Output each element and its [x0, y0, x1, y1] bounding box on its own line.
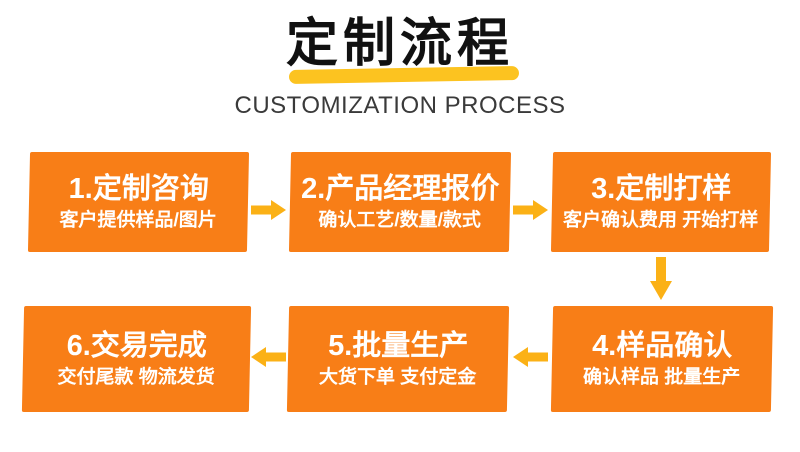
step-box-2: 2.产品经理报价 确认工艺/数量/款式: [288, 152, 512, 252]
step-title: 4.样品确认: [591, 329, 733, 362]
arrow-right-icon: [513, 200, 548, 220]
step-description: 确认样品 批量生产: [582, 366, 741, 388]
step-box-5: 5.批量生产 大货下单 支付定金: [286, 306, 510, 412]
arrow-left-icon: [251, 347, 286, 367]
page-title: 定制流程: [285, 15, 514, 73]
step-title: 6.交易完成: [66, 329, 208, 362]
page-subtitle: CUSTOMIZATION PROCESS: [234, 92, 566, 119]
step-title: 3.定制打样: [590, 172, 732, 205]
step-description: 客户提供样品/图片: [59, 209, 217, 231]
step-box-6: 6.交易完成 交付尾款 物流发货: [21, 306, 252, 412]
arrow-right-icon: [251, 200, 286, 220]
step-description: 大货下单 支付定金: [318, 366, 477, 388]
step-description: 交付尾款 物流发货: [57, 366, 215, 388]
step-description: 确认工艺/数量/款式: [318, 209, 482, 231]
step-box-1: 1.定制咨询 客户提供样品/图片: [27, 152, 250, 252]
step-box-3: 3.定制打样 客户确认费用 开始打样: [550, 152, 772, 252]
header: 定制流程 CUSTOMIZATION PROCESS: [0, 0, 800, 135]
step-title: 5.批量生产: [327, 329, 469, 362]
arrow-left-icon: [513, 347, 548, 367]
step-box-4: 4.样品确认 确认样品 批量生产: [550, 306, 774, 412]
arrow-down-icon: [650, 257, 672, 300]
step-description: 客户确认费用 开始打样: [562, 209, 759, 231]
step-title: 2.产品经理报价: [300, 172, 500, 205]
step-title: 1.定制咨询: [68, 172, 210, 205]
